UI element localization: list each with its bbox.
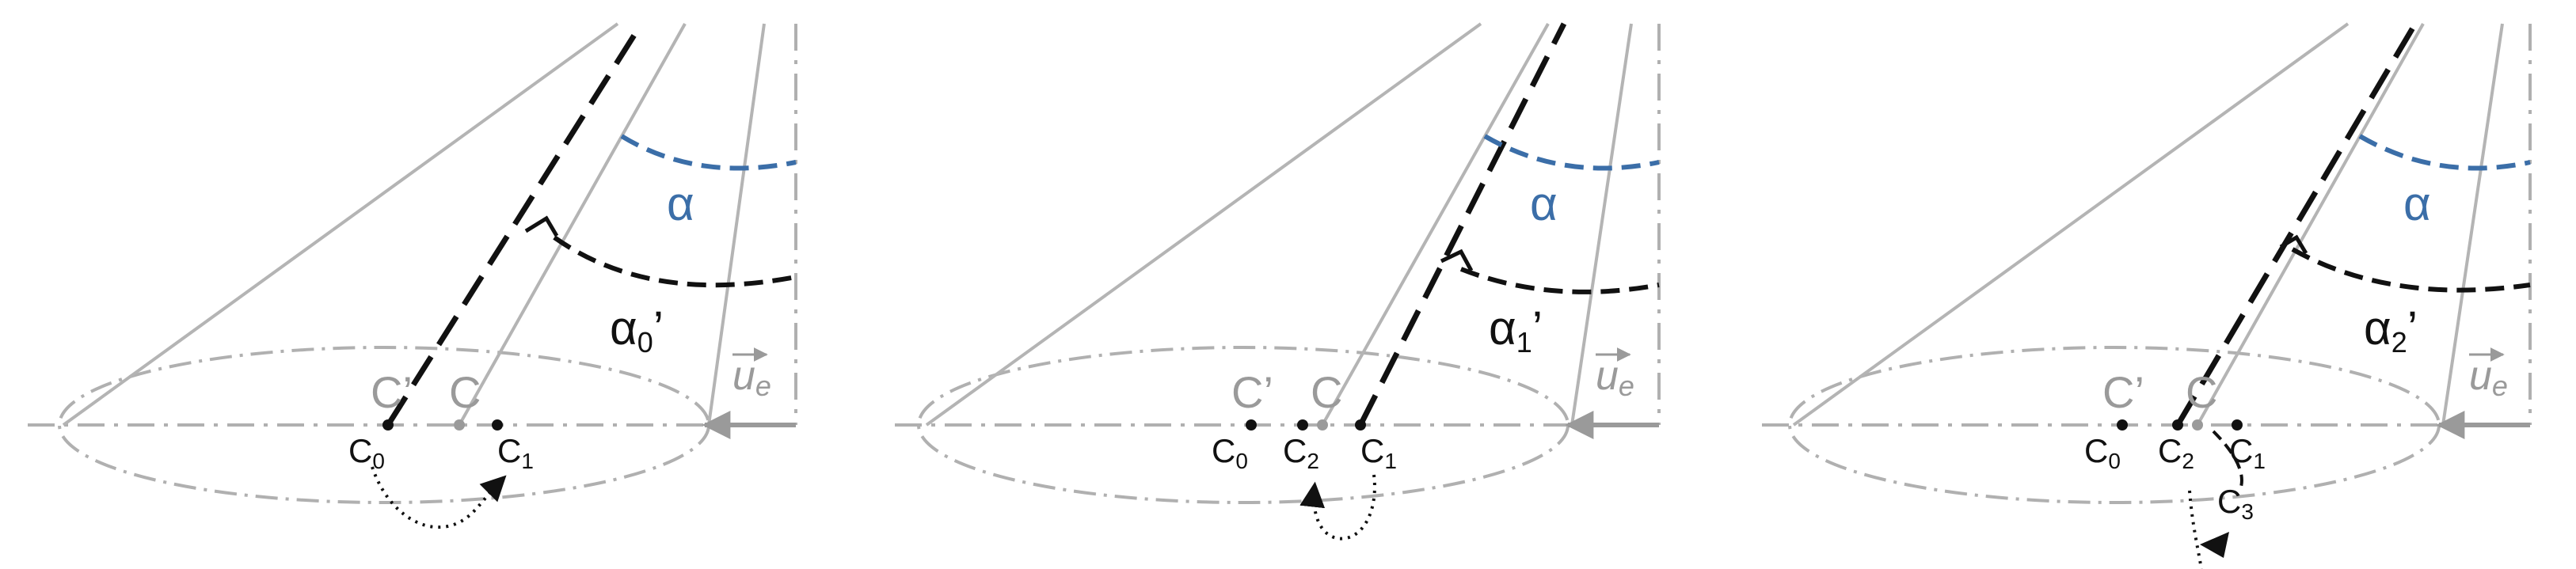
alpha-prime-label: α1’ <box>1489 302 1543 358</box>
tilted-axis-dashed <box>2175 22 2418 427</box>
c-prime-label: C’ <box>1231 367 1273 417</box>
point-c1-label: C1 <box>2229 432 2266 473</box>
point-c <box>2192 419 2203 431</box>
point-c0-label: C0 <box>2084 432 2121 473</box>
trajectory-arrowhead <box>2200 532 2229 558</box>
point-c1-label: C1 <box>1360 432 1397 473</box>
right-angle-mark <box>1440 248 1474 272</box>
trajectory-dotted <box>371 466 507 529</box>
panel-3: α α2’ C’ C ue C0 C2 C1 C3 <box>1762 22 2532 569</box>
point-c1 <box>2232 419 2243 431</box>
point-c <box>1317 419 1328 431</box>
c-label: C <box>1311 367 1342 417</box>
svg-text:ue: ue <box>732 353 771 402</box>
point-c2 <box>1297 419 1308 431</box>
point-c2-label: C2 <box>1283 432 1319 473</box>
c-prime-label: C’ <box>371 367 413 417</box>
point-c1 <box>1355 419 1366 431</box>
alpha-arc <box>2358 134 2531 171</box>
point-c <box>454 419 465 431</box>
alpha-label: α <box>1530 177 1558 230</box>
point-c2 <box>2172 419 2183 431</box>
trajectory-dotted <box>2188 490 2203 569</box>
svg-text:ue: ue <box>1596 353 1634 402</box>
point-c1-label: C1 <box>497 432 534 473</box>
ue-label: ue <box>732 347 771 402</box>
alpha-arc <box>620 134 797 171</box>
alpha-prime-arc <box>2291 247 2531 293</box>
point-c0-label: C0 <box>1212 432 1248 473</box>
alpha-prime-label: α0’ <box>610 302 664 358</box>
point-c2-label: C2 <box>2158 432 2194 473</box>
alpha-label: α <box>667 177 694 230</box>
right-angle-mark <box>2279 234 2308 255</box>
cone-edge-right <box>2441 23 2504 426</box>
point-c1 <box>492 419 503 431</box>
point-c0 <box>1246 419 1257 431</box>
alpha-arc <box>1483 134 1660 171</box>
tilted-axis-dashed <box>1357 22 1567 427</box>
cone-edge-left <box>925 22 1482 427</box>
ue-label: ue <box>1596 347 1634 402</box>
trajectory-dotted <box>1299 474 1376 541</box>
axis-line-from-c <box>2196 23 2425 426</box>
cone-edge-right <box>1570 23 1633 426</box>
point-c0-label: C0 <box>348 432 385 473</box>
point-c0 <box>382 419 394 431</box>
axis-line-from-c <box>1321 23 1550 426</box>
cone-edge-left <box>62 22 619 427</box>
cone-edge-left <box>1792 22 2350 427</box>
tilted-axis-dashed <box>386 22 644 427</box>
alpha-prime-label: α2’ <box>2364 302 2418 358</box>
alpha-prime-arc <box>553 235 797 288</box>
cone-edge-right <box>707 23 766 426</box>
c-prime-label: C’ <box>2102 367 2144 417</box>
trajectory-dashed-segment <box>2212 430 2243 487</box>
alpha-prime-arc <box>1459 267 1660 294</box>
alpha-label: α <box>2403 177 2431 230</box>
panel-2: α α1’ C’ C ue C0 C2 C1 <box>895 22 1661 541</box>
point-c3-label: C3 <box>2217 483 2254 524</box>
svg-text:ue: ue <box>2469 353 2508 402</box>
right-angle-mark <box>524 215 559 237</box>
c-label: C <box>2186 367 2217 417</box>
axis-line-from-c <box>458 23 687 426</box>
point-c0 <box>2117 419 2128 431</box>
c-label: C <box>449 367 481 417</box>
ue-label: ue <box>2469 347 2508 402</box>
panel-1: α α0’ C’ C ue C0 C1 <box>28 22 797 529</box>
